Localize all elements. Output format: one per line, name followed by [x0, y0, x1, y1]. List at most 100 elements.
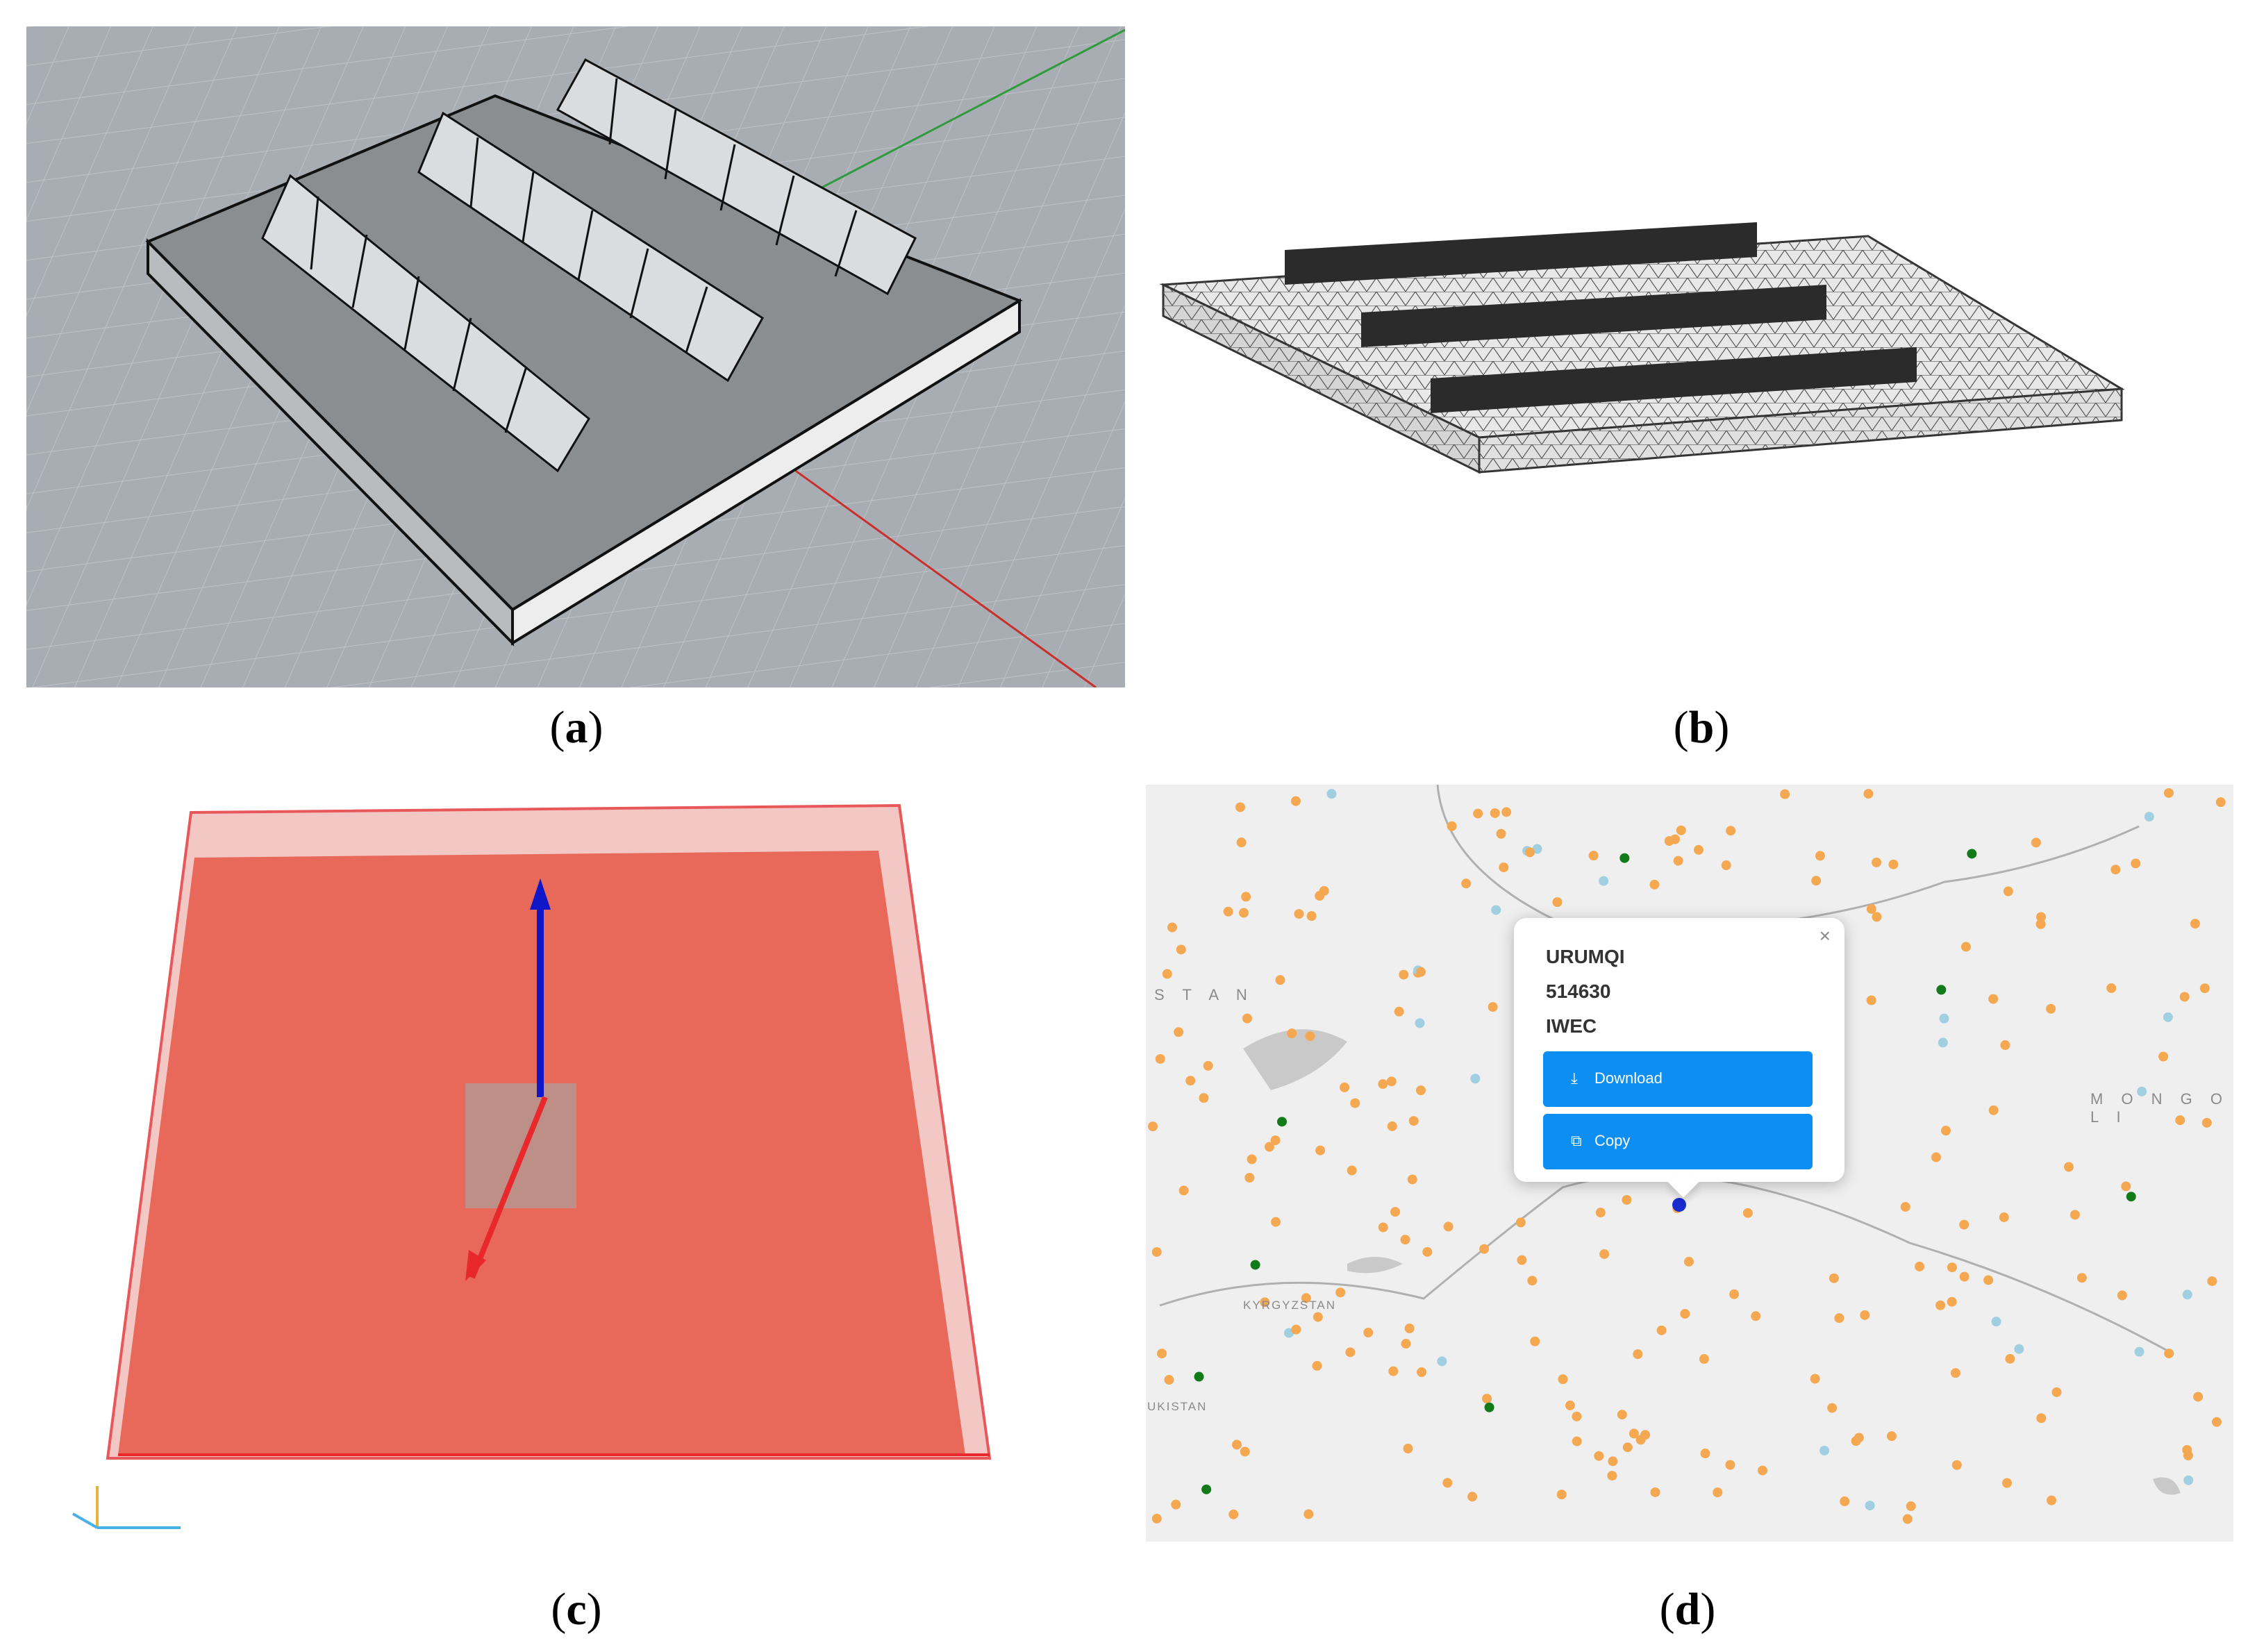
station-marker[interactable]: [1240, 1446, 1250, 1457]
station-marker[interactable]: [1683, 1256, 1694, 1267]
station-marker[interactable]: [2201, 1117, 2212, 1128]
station-marker[interactable]: [2064, 1162, 2074, 1172]
station-marker[interactable]: [1306, 911, 1317, 921]
station-marker[interactable]: [2158, 1051, 2169, 1062]
station-marker[interactable]: [1726, 826, 1736, 836]
station-marker[interactable]: [1572, 1436, 1582, 1446]
station-marker[interactable]: [1287, 1028, 1297, 1039]
station-marker[interactable]: [1860, 1310, 1870, 1320]
station-marker[interactable]: [1387, 1121, 1397, 1131]
station-marker[interactable]: [1650, 1487, 1660, 1497]
station-marker[interactable]: [2047, 1495, 2057, 1505]
station-marker[interactable]: [1810, 1374, 1820, 1384]
station-marker[interactable]: [1275, 975, 1285, 985]
station-marker[interactable]: [1335, 1287, 1346, 1298]
station-marker[interactable]: [2199, 983, 2210, 994]
station-marker[interactable]: [1999, 1212, 2009, 1222]
station-marker[interactable]: [1386, 1076, 1397, 1087]
station-marker[interactable]: [2134, 1346, 2144, 1357]
station-marker[interactable]: [2183, 1450, 2193, 1460]
station-marker[interactable]: [1388, 1366, 1399, 1376]
station-marker[interactable]: [1174, 1027, 1184, 1037]
station-marker[interactable]: [1834, 1313, 1844, 1324]
station-marker[interactable]: [2110, 865, 2121, 875]
station-marker[interactable]: [1967, 849, 1977, 859]
station-marker[interactable]: [1780, 789, 1790, 799]
station-marker[interactable]: [1241, 892, 1251, 902]
station-marker[interactable]: [1619, 853, 1630, 863]
station-marker[interactable]: [1473, 808, 1483, 819]
download-button[interactable]: ⤓ Download: [1543, 1051, 1813, 1107]
station-marker[interactable]: [1983, 1275, 1994, 1285]
station-marker[interactable]: [1404, 1324, 1415, 1334]
station-marker[interactable]: [1902, 1514, 1913, 1524]
station-marker[interactable]: [2179, 992, 2190, 1002]
station-marker[interactable]: [1872, 857, 1882, 867]
station-marker[interactable]: [1250, 1260, 1260, 1270]
station-marker[interactable]: [1244, 1172, 1255, 1183]
station-marker[interactable]: [1515, 1217, 1526, 1228]
station-marker[interactable]: [1633, 1349, 1643, 1360]
station-marker[interactable]: [1680, 1308, 1690, 1319]
station-marker[interactable]: [1491, 905, 1501, 915]
station-marker[interactable]: [1223, 906, 1233, 917]
station-marker[interactable]: [2163, 1012, 2173, 1022]
station-marker[interactable]: [1203, 1060, 1213, 1071]
station-marker[interactable]: [1162, 969, 1172, 979]
station-marker[interactable]: [1988, 994, 1999, 1004]
station-marker[interactable]: [1676, 825, 1686, 835]
station-marker[interactable]: [1390, 1207, 1401, 1217]
station-marker[interactable]: [2164, 1349, 2174, 1359]
station-marker[interactable]: [1599, 876, 1609, 886]
station-marker[interactable]: [1629, 1428, 1639, 1439]
station-marker[interactable]: [1915, 1261, 1925, 1271]
station-marker[interactable]: [1378, 1079, 1388, 1090]
station-marker[interactable]: [1525, 847, 1535, 858]
station-marker[interactable]: [1229, 1509, 1239, 1519]
station-marker[interactable]: [1479, 1244, 1490, 1254]
station-marker[interactable]: [1599, 1249, 1610, 1259]
station-marker[interactable]: [1151, 1246, 1162, 1257]
station-marker[interactable]: [1151, 1513, 1162, 1524]
station-marker[interactable]: [2076, 1273, 2087, 1283]
station-marker[interactable]: [2005, 1353, 2015, 1364]
station-marker[interactable]: [1400, 1235, 1410, 1245]
station-marker[interactable]: [2137, 1086, 2147, 1096]
station-marker[interactable]: [1552, 897, 1563, 908]
station-marker[interactable]: [1725, 1460, 1735, 1470]
station-marker[interactable]: [1155, 1053, 1165, 1064]
station-marker[interactable]: [1417, 1367, 1427, 1378]
station-marker[interactable]: [1231, 1440, 1242, 1450]
station-marker[interactable]: [1378, 1222, 1388, 1233]
station-marker[interactable]: [1488, 1002, 1498, 1012]
station-marker[interactable]: [1959, 1219, 1969, 1230]
station-marker[interactable]: [1941, 1126, 1951, 1136]
station-marker[interactable]: [1201, 1484, 1212, 1494]
station-marker[interactable]: [1442, 1478, 1453, 1488]
popup-close-icon[interactable]: ×: [1819, 925, 1831, 946]
station-marker[interactable]: [1422, 1246, 1433, 1257]
station-marker[interactable]: [2001, 1478, 2012, 1488]
station-marker[interactable]: [2121, 1181, 2131, 1192]
station-markers[interactable]: [1148, 787, 2226, 1524]
station-marker[interactable]: [1294, 909, 1304, 919]
station-marker[interactable]: [2117, 1290, 2127, 1301]
station-marker[interactable]: [1499, 862, 1509, 873]
station-marker[interactable]: [1951, 1460, 1962, 1470]
station-marker[interactable]: [1496, 828, 1506, 839]
station-marker[interactable]: [1947, 1296, 1957, 1307]
station-marker[interactable]: [1517, 1255, 1527, 1265]
station-marker[interactable]: [2000, 1040, 2010, 1051]
station-marker[interactable]: [1461, 878, 1472, 889]
station-marker[interactable]: [1501, 807, 1512, 817]
station-marker[interactable]: [1872, 912, 1882, 922]
station-marker[interactable]: [1399, 969, 1409, 980]
station-marker[interactable]: [2003, 886, 2013, 896]
station-marker[interactable]: [1242, 1013, 1252, 1024]
station-marker[interactable]: [2183, 1475, 2194, 1485]
station-marker[interactable]: [1829, 1273, 1839, 1283]
station-marker[interactable]: [1176, 944, 1186, 955]
station-marker[interactable]: [1622, 1194, 1632, 1205]
station-marker[interactable]: [1935, 1300, 1946, 1310]
station-marker[interactable]: [2046, 1003, 2056, 1014]
